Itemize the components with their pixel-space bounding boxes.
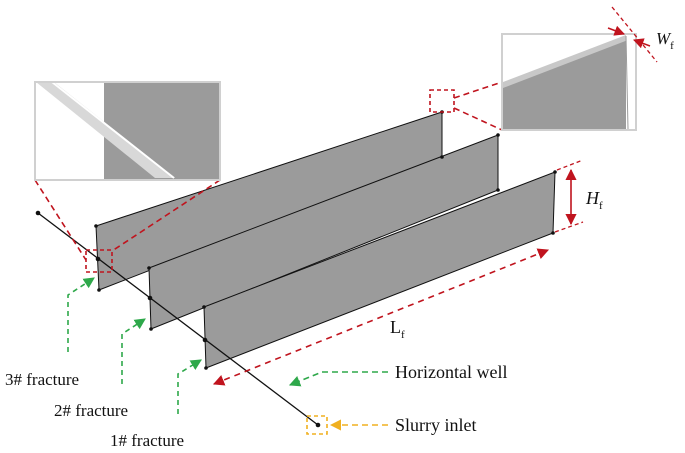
left-zoom-connector	[34, 179, 87, 261]
fracture-1-label: 1# fracture	[110, 431, 184, 450]
width-label: Wf	[656, 29, 674, 52]
width-dimension-line	[611, 6, 658, 63]
left-inset	[34, 81, 221, 181]
width-arrow-left	[607, 25, 625, 36]
fracture-3-callout	[67, 277, 95, 352]
fracture-3-label: 3# fracture	[5, 370, 79, 389]
fracture-2-callout	[121, 318, 146, 384]
left-zoom-box	[85, 249, 113, 273]
fracture-2-label: 2# fracture	[54, 401, 128, 420]
right-zoom-box	[429, 89, 455, 113]
right-zoom-connector	[453, 81, 503, 99]
horizontal-well-label: Horizontal well	[395, 362, 507, 382]
horizontal-well-callout	[288, 371, 388, 387]
right-zoom-connector	[453, 107, 503, 131]
height-extension-top	[556, 159, 584, 171]
horizontal-well-line	[37, 212, 319, 426]
fracture-1-callout	[177, 359, 202, 414]
height-extension-bottom	[554, 221, 584, 233]
right-inset	[501, 33, 637, 131]
slurry-inlet-box	[306, 415, 328, 435]
well-nodes	[35, 110, 557, 428]
length-arrow	[212, 248, 550, 386]
width-arrow-right	[633, 38, 651, 49]
left-zoom-connector	[111, 179, 221, 252]
length-label: Lf	[390, 317, 405, 341]
height-label: Hf	[585, 188, 603, 212]
slurry-inlet-label: Slurry inlet	[395, 415, 477, 435]
